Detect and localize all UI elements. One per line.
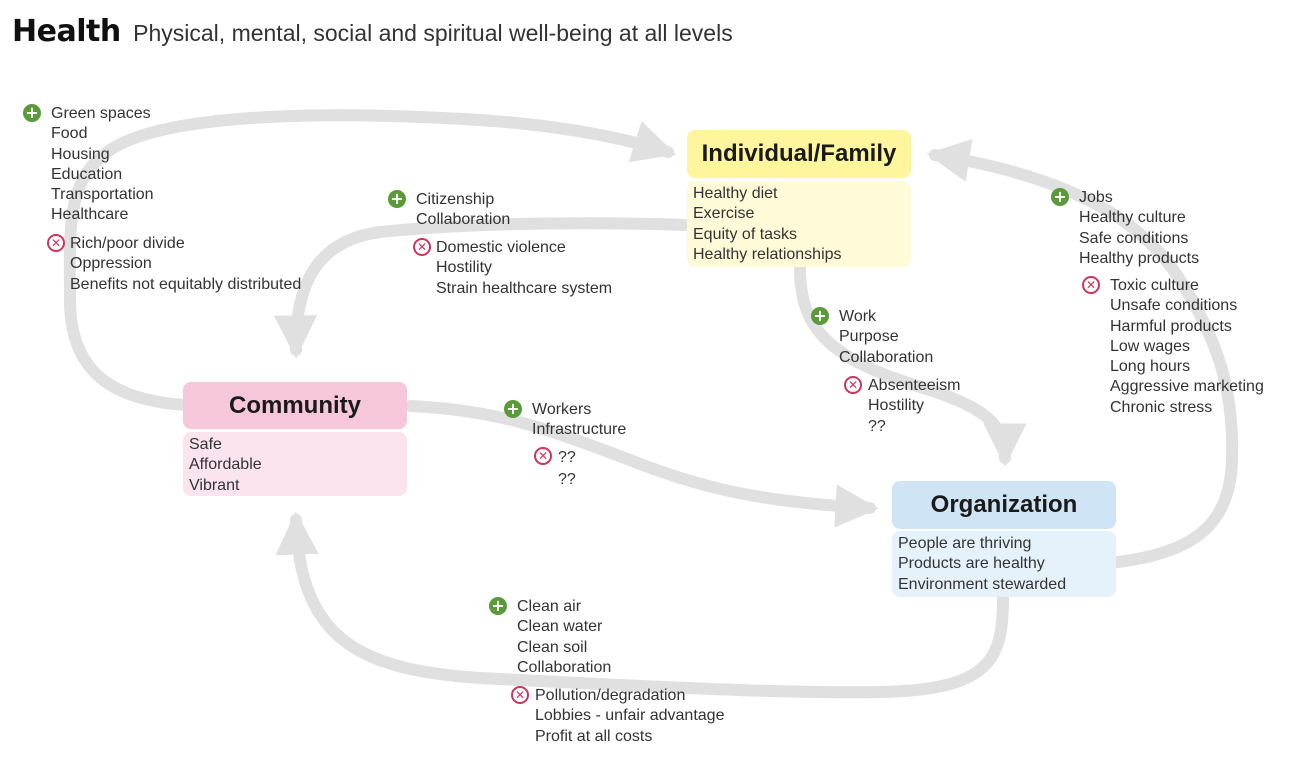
factor-negative-individual-to-organization: ✕ Absenteeism Hostility ?? — [844, 376, 961, 437]
factor-item: Hostility — [436, 259, 493, 277]
arrow-organization-to-individual — [926, 139, 1239, 568]
node-item: Healthy diet — [693, 185, 778, 202]
factor-item: Workers — [532, 401, 592, 418]
factor-item: Profit at all costs — [535, 727, 653, 745]
arrow-community-to-individual — [63, 109, 677, 411]
arrow-organization-to-community — [275, 511, 1009, 699]
x-circle-icon: ✕ — [47, 234, 65, 252]
page-header: Health Physical, mental, social and spir… — [12, 14, 733, 49]
node-item: Equity of tasks — [693, 225, 798, 243]
plus-icon: + — [388, 189, 406, 208]
factor-positive-individual-to-organization: + Work Purpose Collaboration — [811, 306, 934, 368]
factor-item: Absenteeism — [868, 377, 961, 394]
x-circle-icon: ✕ — [844, 376, 862, 394]
node-individual-family-body: Healthy diet Exercise Equity of tasks He… — [687, 181, 911, 267]
node-community-title: Community — [183, 382, 407, 429]
node-item: Vibrant — [189, 476, 240, 494]
factor-negative-organization-to-community: ✕ Pollution/degradation Lobbies - unfair… — [511, 686, 724, 747]
factor-item: Clean air — [517, 598, 582, 615]
page-subtitle: Physical, mental, social and spiritual w… — [133, 20, 733, 46]
node-individual-family-title: Individual/Family — [687, 130, 911, 178]
factor-positive-community-to-individual: + Green spaces Food Housing Education Tr… — [23, 103, 154, 226]
node-item: Affordable — [189, 456, 262, 474]
node-community-body: Safe Affordable Vibrant — [183, 432, 407, 496]
factor-item: Harmful products — [1110, 317, 1232, 335]
factor-item: Unsafe conditions — [1110, 297, 1238, 315]
factor-item: Chronic stress — [1110, 398, 1213, 416]
factor-item: ?? — [868, 417, 886, 435]
plus-icon: + — [811, 306, 829, 325]
factor-item: Pollution/degradation — [535, 687, 686, 704]
factor-item: Toxic culture — [1110, 277, 1199, 294]
factor-item: Food — [51, 125, 88, 143]
plus-icon: + — [1051, 187, 1069, 206]
factor-item: Collaboration — [416, 211, 511, 229]
factor-item: Clean water — [517, 618, 603, 636]
factor-item: Clean soil — [517, 638, 588, 656]
factor-item: Education — [51, 165, 123, 183]
node-item: Products are healthy — [898, 555, 1045, 573]
plus-icon: + — [504, 399, 522, 418]
factor-item: Citizenship — [416, 191, 495, 208]
factor-item: Housing — [51, 145, 110, 163]
factor-positive-community-to-organization: + Workers Infrastructure — [504, 399, 627, 441]
node-organization-title: Organization — [892, 481, 1116, 529]
factor-item: Benefits not equitably distributed — [70, 275, 302, 293]
factor-item: Domestic violence — [436, 239, 566, 256]
factor-positive-organization-to-community: + Clean air Clean water Clean soil Colla… — [489, 596, 612, 678]
plus-icon: + — [23, 103, 41, 122]
factor-item: ?? — [558, 449, 576, 466]
factor-negative-organization-to-individual: ✕ Toxic culture Unsafe conditions Harmfu… — [1082, 276, 1264, 418]
factor-negative-community-to-organization: ✕ ?? ?? — [534, 447, 576, 491]
factor-item: Low wages — [1110, 337, 1191, 355]
factor-item: Healthy culture — [1079, 209, 1186, 227]
factor-negative-individual-to-community: ✕ Domestic violence Hostility Strain hea… — [413, 238, 612, 299]
factor-item: Lobbies - unfair advantage — [535, 707, 725, 725]
factor-item: Rich/poor divide — [70, 235, 185, 252]
factor-item: Oppression — [70, 255, 152, 273]
x-circle-icon: ✕ — [511, 686, 529, 704]
factor-item: Green spaces — [51, 105, 151, 122]
node-item: Exercise — [693, 205, 755, 223]
factor-item: ?? — [558, 471, 576, 488]
factor-positive-individual-to-community: + Citizenship Collaboration — [388, 189, 511, 231]
node-organization-body: People are thriving Products are healthy… — [892, 531, 1116, 597]
node-item: People are thriving — [898, 535, 1032, 552]
factor-item: Infrastructure — [532, 421, 627, 439]
x-circle-icon: ✕ — [1082, 276, 1100, 294]
arrow-individual-to-community — [273, 217, 691, 359]
node-item: Safe — [189, 436, 222, 453]
plus-icon: + — [489, 596, 507, 615]
factor-item: Hostility — [868, 397, 925, 415]
node-item: Environment stewarded — [898, 575, 1067, 593]
node-item: Healthy relationships — [693, 245, 842, 263]
factor-item: Collaboration — [839, 348, 934, 366]
arrow-individual-to-organization — [794, 262, 1027, 467]
factor-item: Purpose — [839, 328, 899, 346]
factor-negative-community-to-individual: ✕ Rich/poor divide Oppression Benefits n… — [47, 234, 301, 295]
factor-item: Collaboration — [517, 658, 612, 676]
factor-item: Transportation — [51, 186, 154, 204]
factor-item: Aggressive marketing — [1110, 378, 1264, 396]
factor-item: Strain healthcare system — [436, 279, 613, 297]
arrow-community-to-organization — [404, 400, 879, 528]
factor-item: Jobs — [1079, 189, 1113, 206]
factor-item: Healthy products — [1079, 249, 1200, 267]
factor-item: Long hours — [1110, 358, 1191, 376]
x-circle-icon: ✕ — [534, 447, 552, 465]
x-circle-icon: ✕ — [413, 238, 431, 256]
factor-item: Work — [839, 308, 877, 325]
factor-item: Healthcare — [51, 206, 129, 224]
page-title: Health — [12, 14, 121, 49]
factor-item: Safe conditions — [1079, 229, 1189, 247]
factor-positive-organization-to-individual: + Jobs Healthy culture Safe conditions H… — [1051, 187, 1200, 269]
